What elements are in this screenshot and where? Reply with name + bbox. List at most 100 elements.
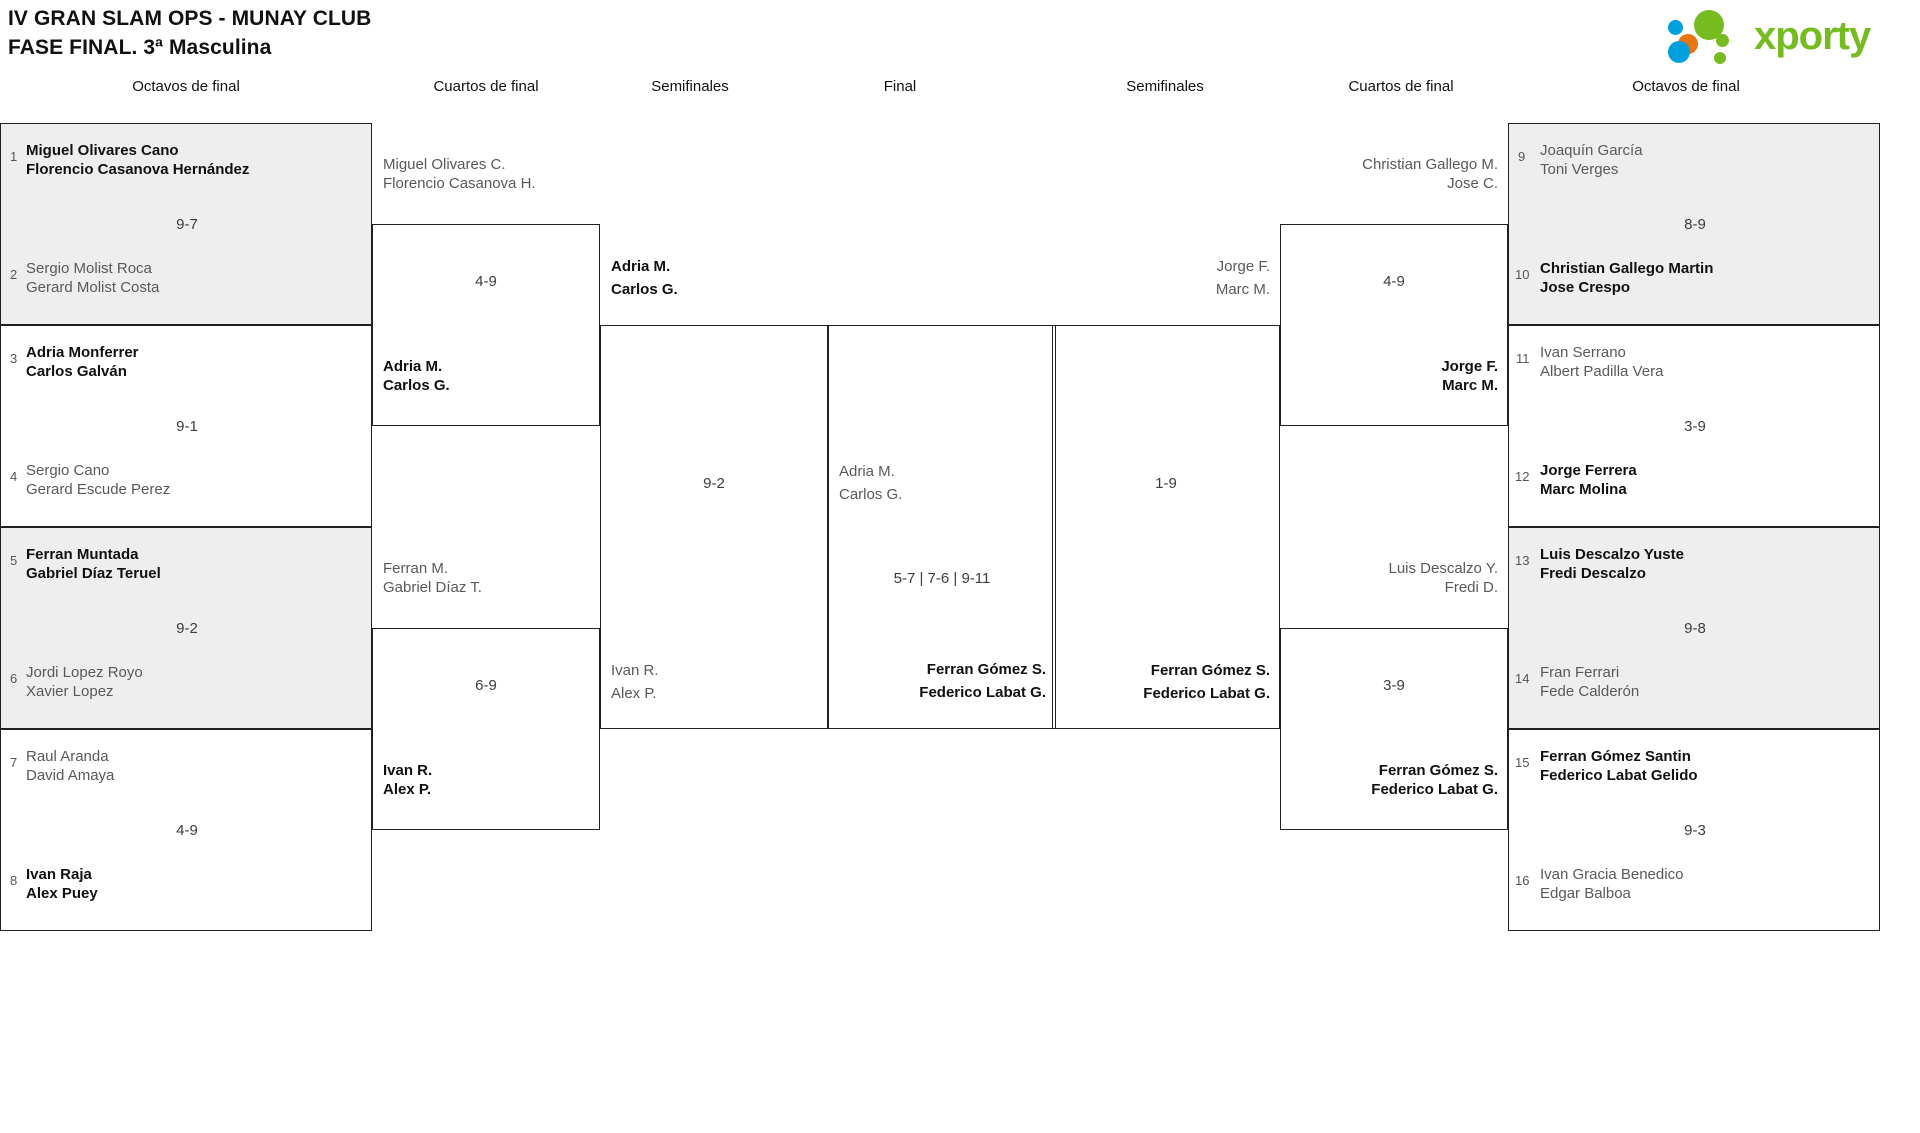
advancing-team-line-2: Gabriel Díaz T. (383, 579, 482, 596)
seed-number: 9 (1518, 149, 1526, 164)
advancing-team-line-2: Fredi D. (1444, 579, 1498, 596)
advancing-team-line-2: Carlos G. (611, 281, 678, 298)
team-name-line-1: Fran Ferrari (1540, 664, 1620, 681)
match-score: 9-3 (1684, 822, 1706, 839)
match-score: 4-9 (176, 822, 198, 839)
seed-number: 14 (1515, 671, 1530, 686)
match-box-left-octavos-3[interactable]: 5 Ferran Muntada Gabriel Díaz Teruel 9-2… (0, 527, 372, 729)
team-name-line-2: Edgar Balboa (1540, 885, 1631, 902)
advancing-team-line-2: Jose C. (1447, 175, 1498, 192)
seed-number: 7 (10, 755, 18, 770)
seed-number: 13 (1515, 553, 1530, 568)
advancing-team-line-2: Alex P. (611, 685, 657, 702)
advancing-team-line-1: Ivan R. (383, 762, 433, 779)
logo-dot-blue-large (1668, 41, 1690, 63)
logo-dot-green-small (1716, 34, 1729, 47)
final-score: 5-7 | 7-6 | 9-11 (893, 570, 991, 587)
match-box-left-cuartos-2[interactable] (372, 628, 600, 830)
match-score: 3-9 (1684, 418, 1706, 435)
advancing-team-line-2: Carlos G. (383, 377, 450, 394)
match-box-right-cuartos-2[interactable] (1280, 628, 1508, 830)
xporty-logo[interactable]: xporty (1668, 8, 1908, 64)
match-box-right-cuartos-1[interactable] (1280, 224, 1508, 426)
team-name-line-1: Ivan Gracia Benedico (1540, 866, 1684, 883)
logo-dot-green-tiny (1714, 52, 1726, 64)
match-score: 3-9 (1383, 677, 1405, 694)
team-name-line-1: Adria Monferrer (26, 344, 139, 361)
match-score: 6-9 (475, 677, 497, 694)
round-header-semis-left: Semifinales (651, 78, 729, 95)
match-box-right-octavos-1[interactable]: 9 Joaquín García Toni Verges 8-9 10 Chri… (1508, 123, 1880, 325)
match-score: 9-7 (176, 216, 198, 233)
advancing-team-line-2: Federico Labat G. (1143, 685, 1270, 702)
team-name-line-1: Christian Gallego Martin (1540, 260, 1714, 277)
round-header-semis-right: Semifinales (1126, 78, 1204, 95)
match-score: 4-9 (1383, 273, 1405, 290)
match-box-left-octavos-4[interactable]: 7 Raul Aranda David Amaya 4-9 8 Ivan Raj… (0, 729, 372, 931)
team-name-line-2: Fede Calderón (1540, 683, 1640, 700)
match-score: 4-9 (475, 273, 497, 290)
finalist-team-line-2: Carlos G. (839, 486, 903, 503)
team-name-line-2: Gabriel Díaz Teruel (26, 565, 161, 582)
round-header-cuartos-right: Cuartos de final (1348, 78, 1454, 95)
team-name-line-1: Ivan Raja (26, 866, 92, 883)
advancing-team-line-1: Ferran Gómez S. (1150, 662, 1270, 679)
page-title: IV GRAN SLAM OPS - MUNAY CLUB FASE FINAL… (8, 4, 371, 62)
match-score: 9-8 (1684, 620, 1706, 637)
advancing-team-line-1: Jorge F. (1441, 358, 1498, 375)
advancing-team-line-1: Jorge F. (1216, 258, 1270, 275)
advancing-team-line-1: Christian Gallego M. (1362, 156, 1498, 173)
team-name-line-2: Gerard Escude Perez (26, 481, 171, 498)
seed-number: 6 (10, 671, 18, 686)
team-name-line-1: Sergio Cano (26, 462, 110, 479)
match-score: 8-9 (1684, 216, 1706, 233)
match-score: 1-9 (1155, 475, 1177, 492)
team-name-line-2: Gerard Molist Costa (26, 279, 160, 296)
seed-number: 10 (1515, 267, 1530, 282)
advancing-team-line-1: Miguel Olivares C. (383, 156, 506, 173)
match-box-right-octavos-4[interactable]: 15 Ferran Gómez Santin Federico Labat Ge… (1508, 729, 1880, 931)
advancing-team-line-1: Luis Descalzo Y. (1388, 560, 1498, 577)
advancing-team-line-1: Adria M. (383, 358, 443, 375)
team-name-line-1: Ivan Serrano (1540, 344, 1626, 361)
match-box-right-semifinal[interactable] (1052, 325, 1280, 729)
team-name-line-1: Ferran Muntada (26, 546, 139, 563)
team-name-line-2: Fredi Descalzo (1540, 565, 1646, 582)
team-name-line-2: Xavier Lopez (26, 683, 114, 700)
team-name-line-2: Toni Verges (1540, 161, 1619, 178)
team-name-line-1: Jorge Ferrera (1540, 462, 1637, 479)
match-score: 9-2 (176, 620, 198, 637)
team-name-line-2: Jose Crespo (1540, 279, 1631, 296)
champion-team-line-1: Ferran Gómez S. (926, 661, 1046, 678)
match-box-left-cuartos-1[interactable] (372, 224, 600, 426)
team-name-line-2: Albert Padilla Vera (1540, 363, 1664, 380)
seed-number: 15 (1515, 755, 1530, 770)
seed-number: 1 (10, 149, 18, 164)
team-name-line-2: Federico Labat Gelido (1540, 767, 1698, 784)
team-name-line-1: Jordi Lopez Royo (26, 664, 143, 681)
match-box-left-semifinal[interactable] (600, 325, 828, 729)
tournament-title-line-2: FASE FINAL. 3ª Masculina (8, 36, 272, 59)
team-name-line-1: Joaquín García (1540, 142, 1643, 159)
match-box-right-octavos-3[interactable]: 13 Luis Descalzo Yuste Fredi Descalzo 9-… (1508, 527, 1880, 729)
match-box-right-octavos-2[interactable]: 11 Ivan Serrano Albert Padilla Vera 3-9 … (1508, 325, 1880, 527)
match-box-left-octavos-2[interactable]: 3 Adria Monferrer Carlos Galván 9-1 4 Se… (0, 325, 372, 527)
match-score: 9-1 (176, 418, 198, 435)
seed-number: 8 (10, 873, 18, 888)
team-name-line-2: Marc Molina (1540, 481, 1627, 498)
advancing-team-line-2: Florencio Casanova H. (383, 175, 536, 192)
tournament-title-line-1: IV GRAN SLAM OPS - MUNAY CLUB (8, 7, 372, 30)
finalist-team-line-1: Adria M. (839, 463, 895, 480)
match-box-left-octavos-1[interactable]: 1 Miguel Olivares Cano Florencio Casanov… (0, 123, 372, 325)
match-score: 9-2 (703, 475, 725, 492)
round-header-cuartos-left: Cuartos de final (433, 78, 539, 95)
team-name-line-1: Miguel Olivares Cano (26, 142, 179, 159)
seed-number: 11 (1516, 351, 1530, 366)
advancing-team-line-1: Ferran M. (383, 560, 449, 577)
round-header-octavos-left: Octavos de final (132, 78, 240, 95)
advancing-team-line-1: Ivan R. (611, 662, 659, 679)
champion-team-line-2: Federico Labat G. (919, 684, 1046, 701)
seed-number: 4 (10, 469, 18, 484)
match-box-final[interactable] (828, 325, 1056, 729)
